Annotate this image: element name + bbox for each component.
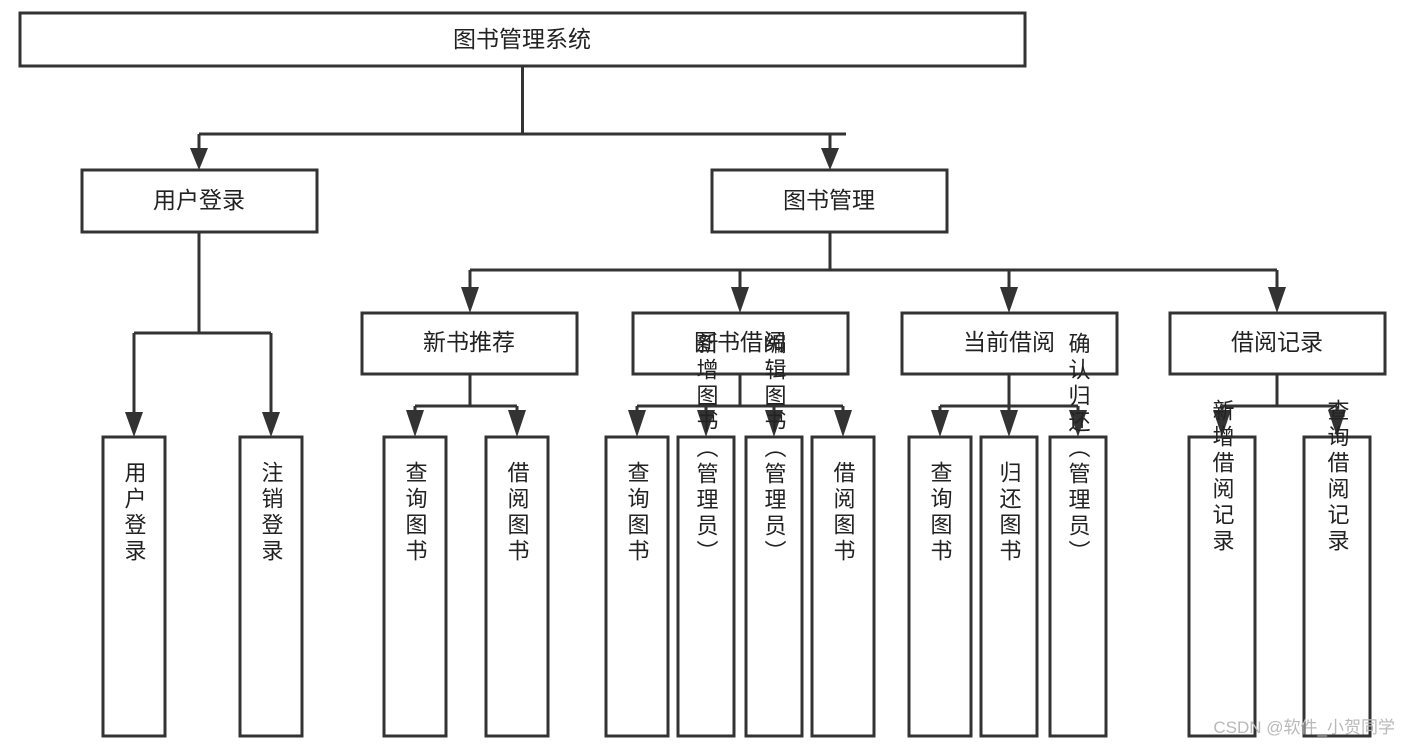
node-leaf-query-borrow-record-box[interactable] — [1302, 435, 1372, 738]
arrow-head-leaf-user-logout — [262, 412, 280, 437]
arrow-head-leaf-add-book-admin — [697, 410, 715, 437]
node-new-book-recommend[interactable]: 新书推荐 — [360, 311, 579, 376]
node-new-book-recommend-label: 新书推荐 — [423, 329, 515, 355]
node-leaf-borrow-book-rec-box[interactable] — [484, 435, 550, 738]
node-leaf-return-book[interactable]: 归还图书 — [979, 435, 1039, 738]
arrow-head-leaf-confirm-return-admin — [1069, 410, 1087, 437]
node-leaf-borrow-book-rec-label: 借阅图书 — [505, 461, 530, 565]
node-root[interactable]: 图书管理系统 — [18, 11, 1027, 68]
node-user-login[interactable]: 用户登录 — [80, 168, 319, 234]
node-book-borrow-box[interactable] — [631, 311, 850, 376]
node-leaf-add-book-admin[interactable]: 新增图书（管理员） — [676, 332, 736, 738]
node-leaf-query-book-rec-label: 查询图书 — [403, 461, 428, 565]
node-leaf-confirm-return-admin[interactable]: 确认归还（管理员） — [1048, 332, 1108, 738]
node-borrow-record-label: 借阅记录 — [1231, 329, 1323, 355]
arrow-head-leaf-borrow-book-bor — [834, 410, 852, 437]
node-leaf-return-book-box[interactable] — [979, 435, 1039, 738]
node-leaf-add-book-admin-box[interactable] — [676, 435, 736, 738]
node-leaf-query-book-bor-box[interactable] — [604, 435, 670, 738]
node-leaf-query-borrow-record[interactable]: 查询借阅记录 — [1302, 399, 1372, 738]
node-leaf-edit-book-admin-label: 编辑图书（管理员） — [762, 332, 787, 566]
node-root-box[interactable] — [18, 11, 1027, 68]
node-book-manage-box[interactable] — [710, 168, 949, 234]
node-current-borrow-box[interactable] — [900, 311, 1119, 376]
node-leaf-user-login-label: 用户登录 — [122, 461, 147, 565]
arrow-head-user-login — [190, 148, 208, 170]
node-root-label: 图书管理系统 — [453, 26, 591, 52]
node-current-borrow-label: 当前借阅 — [963, 329, 1055, 355]
arrow-head-leaf-query-book-cur — [931, 410, 949, 437]
node-leaf-confirm-return-admin-box[interactable] — [1048, 435, 1108, 738]
node-book-borrow[interactable]: 图书借阅 — [631, 311, 850, 376]
node-book-borrow-label: 图书借阅 — [694, 329, 786, 355]
arrow-head-leaf-query-book-bor — [628, 410, 646, 437]
node-new-book-recommend-box[interactable] — [360, 311, 579, 376]
node-leaf-query-book-rec-box[interactable] — [382, 435, 448, 738]
node-leaf-query-book-bor-label: 查询图书 — [625, 461, 650, 565]
arrow-head-book-manage — [821, 148, 839, 170]
node-leaf-user-login[interactable]: 用户登录 — [101, 435, 167, 738]
node-current-borrow[interactable]: 当前借阅 — [900, 311, 1119, 376]
arrow-head-leaf-return-book — [1000, 410, 1018, 437]
node-leaf-borrow-book-bor[interactable]: 借阅图书 — [810, 435, 876, 738]
node-leaf-borrow-book-bor-box[interactable] — [810, 435, 876, 738]
arrow-head-leaf-query-borrow-record — [1328, 410, 1346, 437]
node-borrow-record-box[interactable] — [1168, 311, 1387, 376]
node-user-login-label: 用户登录 — [153, 187, 245, 213]
node-borrow-record[interactable]: 借阅记录 — [1168, 311, 1387, 376]
node-leaf-user-logout-label: 注销登录 — [259, 461, 284, 565]
node-user-login-box[interactable] — [80, 168, 319, 234]
node-book-manage[interactable]: 图书管理 — [710, 168, 949, 234]
node-book-manage-label: 图书管理 — [783, 187, 875, 213]
arrow-head-leaf-borrow-book-rec — [508, 410, 526, 437]
node-leaf-confirm-return-admin-label: 确认归还（管理员） — [1066, 332, 1091, 566]
node-leaf-query-book-cur-label: 查询图书 — [928, 461, 953, 565]
node-leaf-add-book-admin-label: 新增图书（管理员） — [694, 332, 719, 566]
arrow-head-leaf-user-login — [125, 412, 143, 437]
node-leaf-query-book-rec[interactable]: 查询图书 — [382, 435, 448, 738]
node-leaf-edit-book-admin[interactable]: 编辑图书（管理员） — [744, 332, 804, 738]
node-leaf-borrow-book-bor-label: 借阅图书 — [831, 461, 856, 565]
arrow-head-borrow-record — [1268, 287, 1286, 313]
node-leaf-query-book-cur-box[interactable] — [907, 435, 973, 738]
node-leaf-add-borrow-record-box[interactable] — [1187, 435, 1257, 738]
node-leaf-user-login-box[interactable] — [101, 435, 167, 738]
arrow-head-leaf-add-borrow-record — [1213, 410, 1231, 437]
node-leaf-edit-book-admin-box[interactable] — [744, 435, 804, 738]
arrow-head-leaf-edit-book-admin — [765, 410, 783, 437]
node-leaf-query-borrow-record-label: 查询借阅记录 — [1325, 399, 1350, 555]
arrow-head-leaf-query-book-rec — [406, 410, 424, 437]
node-leaf-return-book-label: 归还图书 — [997, 461, 1022, 565]
node-leaf-query-book-cur[interactable]: 查询图书 — [907, 435, 973, 738]
connector-layer — [125, 66, 1346, 437]
node-leaf-add-borrow-record[interactable]: 新增借阅记录 — [1187, 399, 1257, 738]
arrow-head-new-book-recommend — [461, 287, 479, 313]
csdn-watermark: CSDN @软件_小贺同学 — [1213, 718, 1395, 737]
node-leaf-borrow-book-rec[interactable]: 借阅图书 — [484, 435, 550, 738]
node-leaf-user-logout-box[interactable] — [238, 435, 304, 738]
arrow-head-current-borrow — [1000, 287, 1018, 313]
arrow-head-book-borrow — [731, 287, 749, 313]
node-leaf-query-book-bor[interactable]: 查询图书 — [604, 435, 670, 738]
node-leaf-user-logout[interactable]: 注销登录 — [238, 435, 304, 738]
node-leaf-add-borrow-record-label: 新增借阅记录 — [1210, 399, 1235, 555]
